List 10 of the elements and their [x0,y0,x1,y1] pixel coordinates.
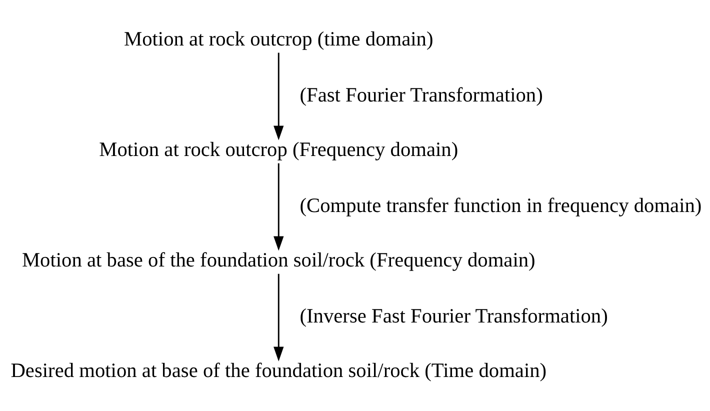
node-text: Motion at base of the foundation soil/rock (Frequency domain) [22,249,536,272]
edge-label: (Compute transfer function in frequency domain) [300,194,702,217]
arrow [274,52,284,140]
arrow [274,273,284,361]
node-text: Motion at rock outcrop (time domain) [124,28,434,50]
node-text: Desired motion at base of the foundation soil/rock (Time domain) [10,360,547,382]
node-text: Motion at rock outcrop (Frequency domain) [99,138,458,161]
edge-label: (Inverse Fast Fourier Transformation) [300,305,608,328]
edge-label: (Fast Fourier Transformation) [300,84,543,106]
arrow [274,162,284,250]
